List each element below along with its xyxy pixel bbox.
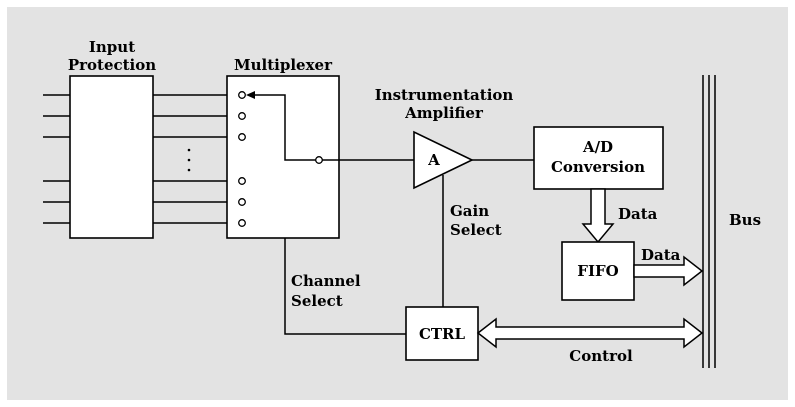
ellipsis-dots [187, 148, 191, 172]
data-label-ad-to-fifo: Data [618, 205, 658, 223]
channel-select-label-line2: Select [291, 292, 343, 310]
ad-label-line1: A/D [582, 138, 613, 156]
input-protection-block [69, 75, 154, 239]
input-protection-label-line1: Input [89, 38, 135, 56]
input-lines [43, 94, 70, 224]
bus-label: Bus [729, 211, 761, 229]
data-arrow-ad-to-fifo [581, 188, 615, 244]
input-protection-label-line2: Protection [68, 56, 156, 74]
mux-switch-arrowhead [246, 91, 255, 99]
ad-conversion-block [533, 126, 664, 190]
ad-label-line2: Conversion [551, 158, 645, 176]
multiplexer-block [226, 75, 340, 239]
channel-select-label-line1: Channel [291, 272, 361, 290]
bus-lines [702, 75, 716, 368]
amplifier-symbol: A [427, 151, 440, 169]
fifo-label: FIFO [577, 262, 618, 280]
data-arrow-fifo-to-bus [633, 255, 704, 287]
instr-amp-label-line1: Instrumentation [375, 86, 514, 104]
multiplexer-pins [238, 91, 323, 227]
gain-select-label-line2: Select [450, 221, 502, 239]
channel-select-wire [284, 238, 406, 335]
control-double-arrow [476, 317, 704, 349]
amplifier-triangle [413, 130, 474, 190]
ctrl-label: CTRL [419, 325, 466, 343]
control-label: Control [569, 347, 633, 365]
data-label-fifo-to-bus: Data [641, 246, 681, 264]
gain-select-label-line1: Gain [450, 202, 489, 220]
fifo-block [561, 241, 635, 301]
instr-amp-label-line2: Amplifier [404, 104, 484, 122]
mux-switch-path [253, 94, 316, 161]
multiplexer-label: Multiplexer [234, 56, 333, 74]
